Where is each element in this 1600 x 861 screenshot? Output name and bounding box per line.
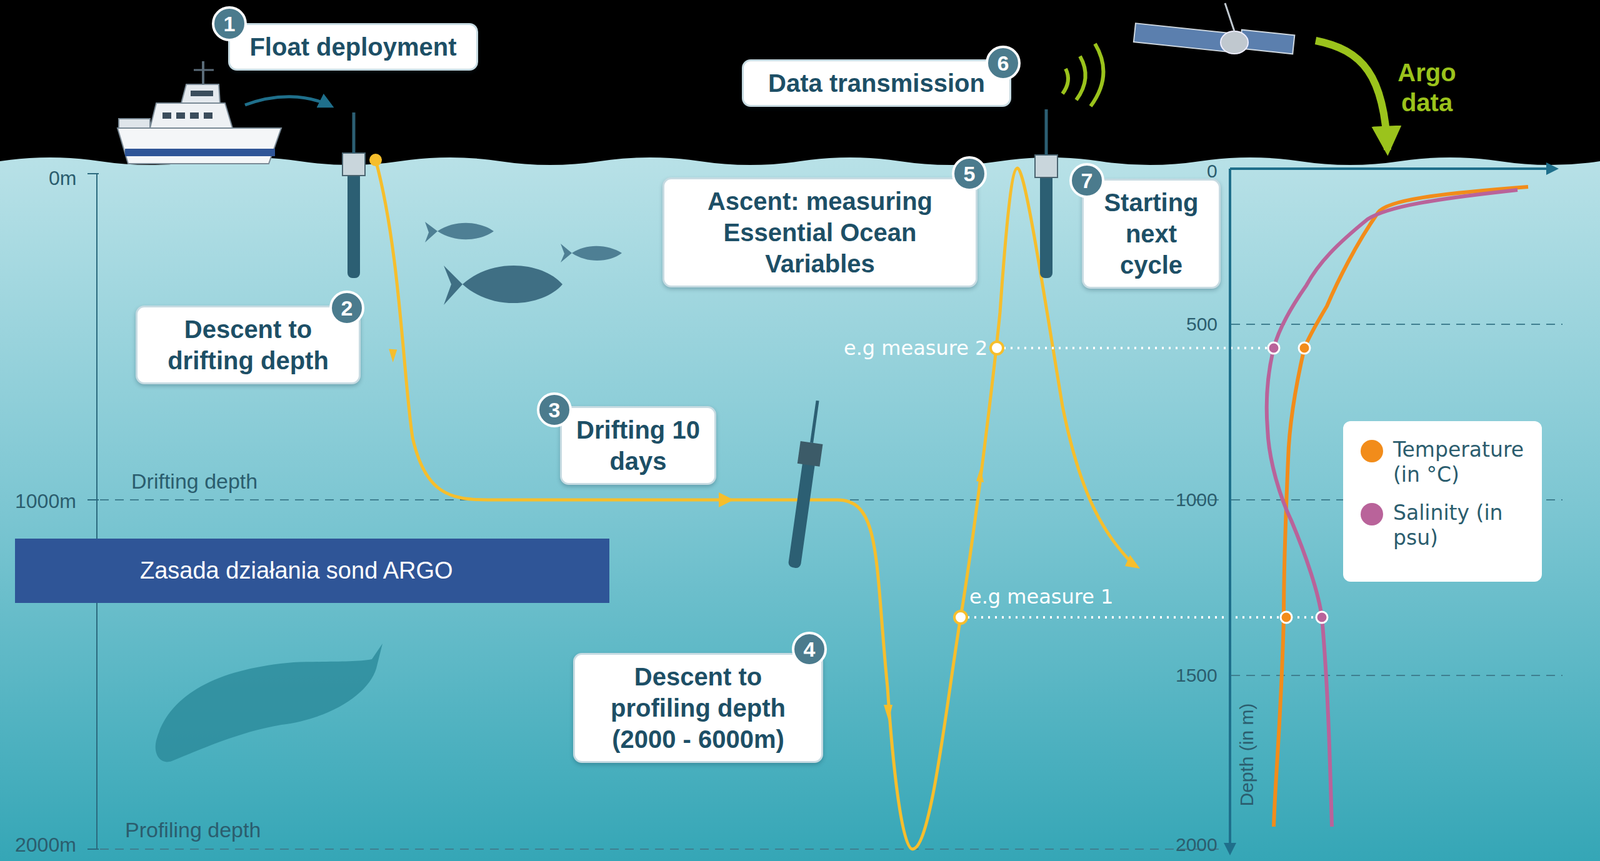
step-text: Drifting 10 days bbox=[573, 414, 704, 477]
step-text: Starting next cycle bbox=[1095, 186, 1208, 281]
signal-waves bbox=[1062, 43, 1104, 107]
label-text: Argo data bbox=[1376, 57, 1477, 118]
legend-text: Temperature (in °C) bbox=[1393, 437, 1536, 487]
callout-number: 6 bbox=[985, 45, 1021, 81]
title-band: Zasada działania sond ARGO bbox=[15, 538, 610, 604]
legend-panel: Temperature (in °C) Salinity (in psu) bbox=[1343, 421, 1542, 582]
drifting-float bbox=[783, 399, 829, 570]
step-box: Float deployment bbox=[228, 23, 479, 71]
label-text: 2000 bbox=[1175, 834, 1218, 856]
step-box: Starting next cycle bbox=[1081, 178, 1221, 289]
callout-number: 4 bbox=[791, 631, 827, 667]
step-text: Descent to drifting depth bbox=[148, 313, 348, 377]
label-text: e.g measure 1 bbox=[969, 585, 1114, 609]
depth-axis bbox=[87, 173, 99, 850]
float bbox=[342, 112, 365, 279]
callout-number: 1 bbox=[211, 6, 247, 42]
step-box: Drifting 10 days bbox=[560, 406, 717, 485]
whale bbox=[155, 643, 383, 762]
step-box: Descent to profiling depth (2000 - 6000m… bbox=[573, 653, 824, 764]
data-arrow bbox=[1315, 40, 1388, 150]
callout-number: 3 bbox=[536, 392, 572, 428]
label-text: e.g measure 2 bbox=[843, 336, 988, 360]
label-text: 0m bbox=[48, 166, 77, 190]
measure-points bbox=[954, 341, 1004, 624]
chart-dots bbox=[1268, 342, 1328, 624]
ship bbox=[117, 61, 282, 164]
step-text: Descent to profiling depth (2000 - 6000m… bbox=[586, 661, 810, 755]
legend-swatch bbox=[1360, 503, 1384, 526]
label-text: Drifting depth bbox=[131, 469, 258, 494]
step-box: Data transmission bbox=[741, 59, 1012, 107]
float-trajectory bbox=[375, 160, 1135, 850]
chart-axes bbox=[1230, 168, 1557, 854]
fish bbox=[425, 221, 622, 305]
step-box: Descent to drifting depth bbox=[135, 305, 361, 385]
step-box: Ascent: measuring Essential Ocean Variab… bbox=[662, 177, 978, 288]
callout-number: 2 bbox=[329, 290, 365, 326]
measure-leaders bbox=[967, 348, 1318, 618]
start-dot bbox=[369, 153, 382, 167]
callout-number: 7 bbox=[1069, 163, 1105, 199]
deploy-arrow bbox=[245, 96, 332, 107]
label-text: 1000m bbox=[15, 490, 77, 514]
satellite bbox=[1133, 3, 1295, 54]
legend-text: Salinity (in psu) bbox=[1393, 500, 1536, 550]
step-text: Float deployment bbox=[241, 31, 465, 63]
sea bbox=[0, 157, 1600, 861]
step-text: Zasada działania sond ARGO bbox=[140, 557, 454, 585]
label-text: Profiling depth bbox=[125, 818, 261, 843]
callout-number: 5 bbox=[951, 156, 987, 192]
legend-item: Temperature (in °C) bbox=[1360, 437, 1536, 487]
legend-item: Salinity (in psu) bbox=[1360, 500, 1536, 550]
label-text: 1000 bbox=[1175, 489, 1218, 511]
label-text: Depth (in m) bbox=[1236, 703, 1258, 807]
step-text: Data transmission bbox=[755, 67, 999, 99]
label-text: 500 bbox=[1186, 313, 1218, 335]
label-text: 2000m bbox=[15, 833, 77, 857]
float bbox=[1035, 109, 1058, 279]
step-text: Ascent: measuring Essential Ocean Variab… bbox=[675, 185, 965, 280]
label-text: 1500 bbox=[1175, 665, 1218, 687]
legend-swatch bbox=[1360, 440, 1384, 463]
label-text: 0 bbox=[1206, 160, 1218, 182]
